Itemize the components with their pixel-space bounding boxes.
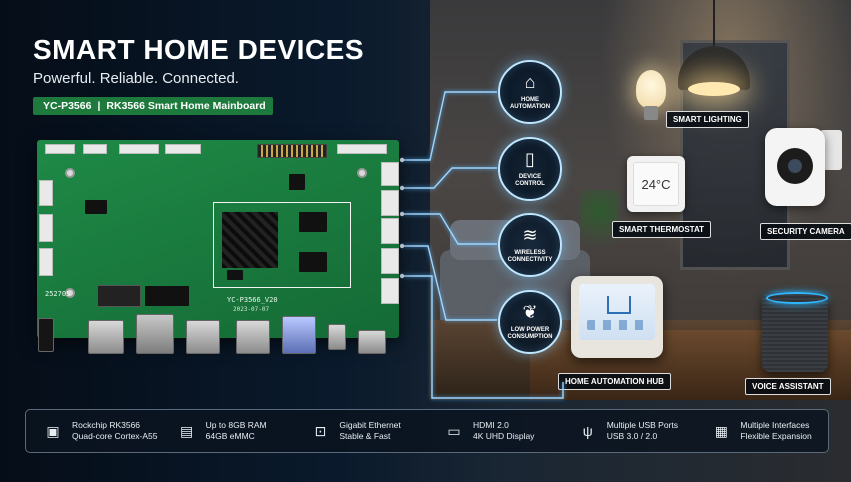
audio-jack-port: [38, 318, 54, 352]
ethernet-port: [136, 314, 174, 354]
spec-line2: 4K UHD Display: [473, 431, 535, 441]
board-model-label: YC-P3566_V20: [227, 296, 278, 304]
thermostat-screen: 24°C: [633, 162, 679, 206]
model-badge: YC-P3566 | RK3566 Smart Home Mainboard: [33, 97, 273, 115]
spec-item-memory: ▤ Up to 8GB RAM 64GB eMMC: [160, 409, 294, 453]
mainboard: 252705 YC-P3566_V20 2023-07-07: [37, 140, 399, 338]
phone-icon: ▯: [525, 149, 535, 169]
side-connector: [381, 248, 399, 274]
spec-line1: Multiple Interfaces: [740, 420, 810, 430]
top-connector: [337, 144, 387, 154]
m2-slot: [97, 285, 141, 307]
spec-line1: Up to 8GB RAM: [205, 420, 267, 430]
heatsink: [222, 212, 278, 268]
ram-chip: [299, 212, 327, 232]
ram-chip: [299, 252, 327, 272]
badge-description: RK3566 Smart Home Mainboard: [106, 100, 266, 112]
spec-line2: USB 3.0 / 2.0: [606, 431, 658, 441]
feature-label: HOME AUTOMATION: [509, 97, 551, 110]
smart-speaker-device: [762, 290, 828, 372]
usb-c-port: [328, 324, 346, 350]
thermostat-device: 24°C: [627, 156, 685, 212]
usb-icon: ψ: [582, 423, 593, 439]
top-connector: [119, 144, 159, 154]
wifi-module-chip: [145, 286, 189, 306]
spec-line1: Gigabit Ethernet: [339, 420, 401, 430]
leaf-icon: ❦: [522, 302, 538, 322]
bulb-base: [644, 106, 658, 120]
feature-home-automation: ⌂ HOME AUTOMATION: [498, 60, 562, 124]
ethernet-icon: ⊡: [314, 423, 327, 439]
usb-port: [186, 320, 220, 354]
mounting-hole: [65, 168, 75, 178]
chip: [289, 174, 305, 190]
interfaces-icon: ▦: [714, 423, 728, 439]
feature-device-control: ▯ DEVICE CONTROL: [498, 137, 562, 201]
top-connector: [45, 144, 75, 154]
memory-icon: ▤: [180, 423, 194, 439]
label-smart-thermostat: SMART THERMOSTAT: [612, 221, 712, 238]
spec-bar: ▣ Rockchip RK3566 Quad-core Cortex-A55 ▤…: [25, 409, 829, 453]
page-title: SMART HOME DEVICES: [33, 34, 365, 65]
badge-separator: |: [97, 100, 101, 112]
side-connector: [39, 180, 53, 206]
monitor-icon: ▭: [447, 423, 461, 439]
light-bulb-icon: [636, 70, 666, 108]
spec-line1: Multiple USB Ports: [606, 420, 679, 430]
side-connector: [381, 278, 399, 304]
chip: [85, 200, 107, 214]
camera-lens-icon: [777, 148, 813, 184]
label-security-camera: SECURITY CAMERA: [760, 223, 851, 240]
power-port: [358, 330, 386, 354]
lamp-glow: [688, 82, 740, 96]
wifi-icon: ≋: [522, 225, 538, 245]
usb-port: [236, 320, 270, 354]
top-connector: [165, 144, 201, 154]
side-connector: [39, 248, 53, 276]
side-connector: [381, 190, 399, 216]
spec-item-ethernet: ⊡ Gigabit Ethernet Stable & Fast: [293, 409, 427, 453]
badge-model: YC-P3566: [43, 100, 92, 112]
spec-item-interfaces: ▦ Multiple Interfaces Flexible Expansion: [694, 409, 828, 453]
security-camera-device: [765, 128, 825, 206]
spec-line1: HDMI 2.0: [473, 420, 509, 430]
chip: [227, 270, 243, 280]
board-date-label: 2023-07-07: [233, 306, 270, 313]
mounting-hole: [357, 168, 367, 178]
spec-item-cpu: ▣ Rockchip RK3566 Quad-core Cortex-A55: [26, 409, 160, 453]
spec-item-usb: ψ Multiple USB Ports USB 3.0 / 2.0: [561, 409, 695, 453]
top-connector: [83, 144, 107, 154]
automation-hub-device: [571, 276, 663, 358]
feature-wireless-connectivity: ≋ WIRELESS CONNECTIVITY: [498, 213, 562, 277]
cpu-icon: ▣: [46, 423, 60, 439]
feature-label: DEVICE CONTROL: [515, 174, 545, 187]
feature-label: LOW POWER CONSUMPTION: [507, 327, 553, 340]
lamp-cord: [713, 0, 715, 50]
usb3-port: [282, 316, 316, 354]
usb-port: [88, 320, 124, 354]
camera-mount: [820, 130, 842, 170]
spec-line2: 64GB eMMC: [205, 431, 255, 441]
spec-line2: Flexible Expansion: [740, 431, 812, 441]
spec-line2: Stable & Fast: [339, 431, 391, 441]
spec-line2: Quad-core Cortex-A55: [72, 431, 158, 441]
spec-line1: Rockchip RK3566: [72, 420, 141, 430]
gpio-header: [257, 144, 327, 158]
label-home-automation-hub: HOME AUTOMATION HUB: [558, 373, 671, 390]
feature-label: WIRELESS CONNECTIVITY: [507, 250, 553, 263]
som-outline: [213, 202, 351, 288]
feature-low-power: ❦ LOW POWER CONSUMPTION: [498, 290, 562, 354]
side-connector: [39, 214, 53, 242]
page-subtitle: Powerful. Reliable. Connected.: [33, 70, 239, 87]
label-smart-lighting: SMART LIGHTING: [666, 111, 749, 128]
chip-code-label: 252705: [45, 290, 71, 298]
hub-screen: [579, 284, 655, 340]
mounting-hole: [65, 288, 75, 298]
spec-item-hdmi: ▭ HDMI 2.0 4K UHD Display: [427, 409, 561, 453]
home-wifi-icon: ⌂: [524, 72, 536, 92]
side-connector: [381, 218, 399, 244]
side-connector: [381, 162, 399, 186]
label-voice-assistant: VOICE ASSISTANT: [745, 378, 831, 395]
